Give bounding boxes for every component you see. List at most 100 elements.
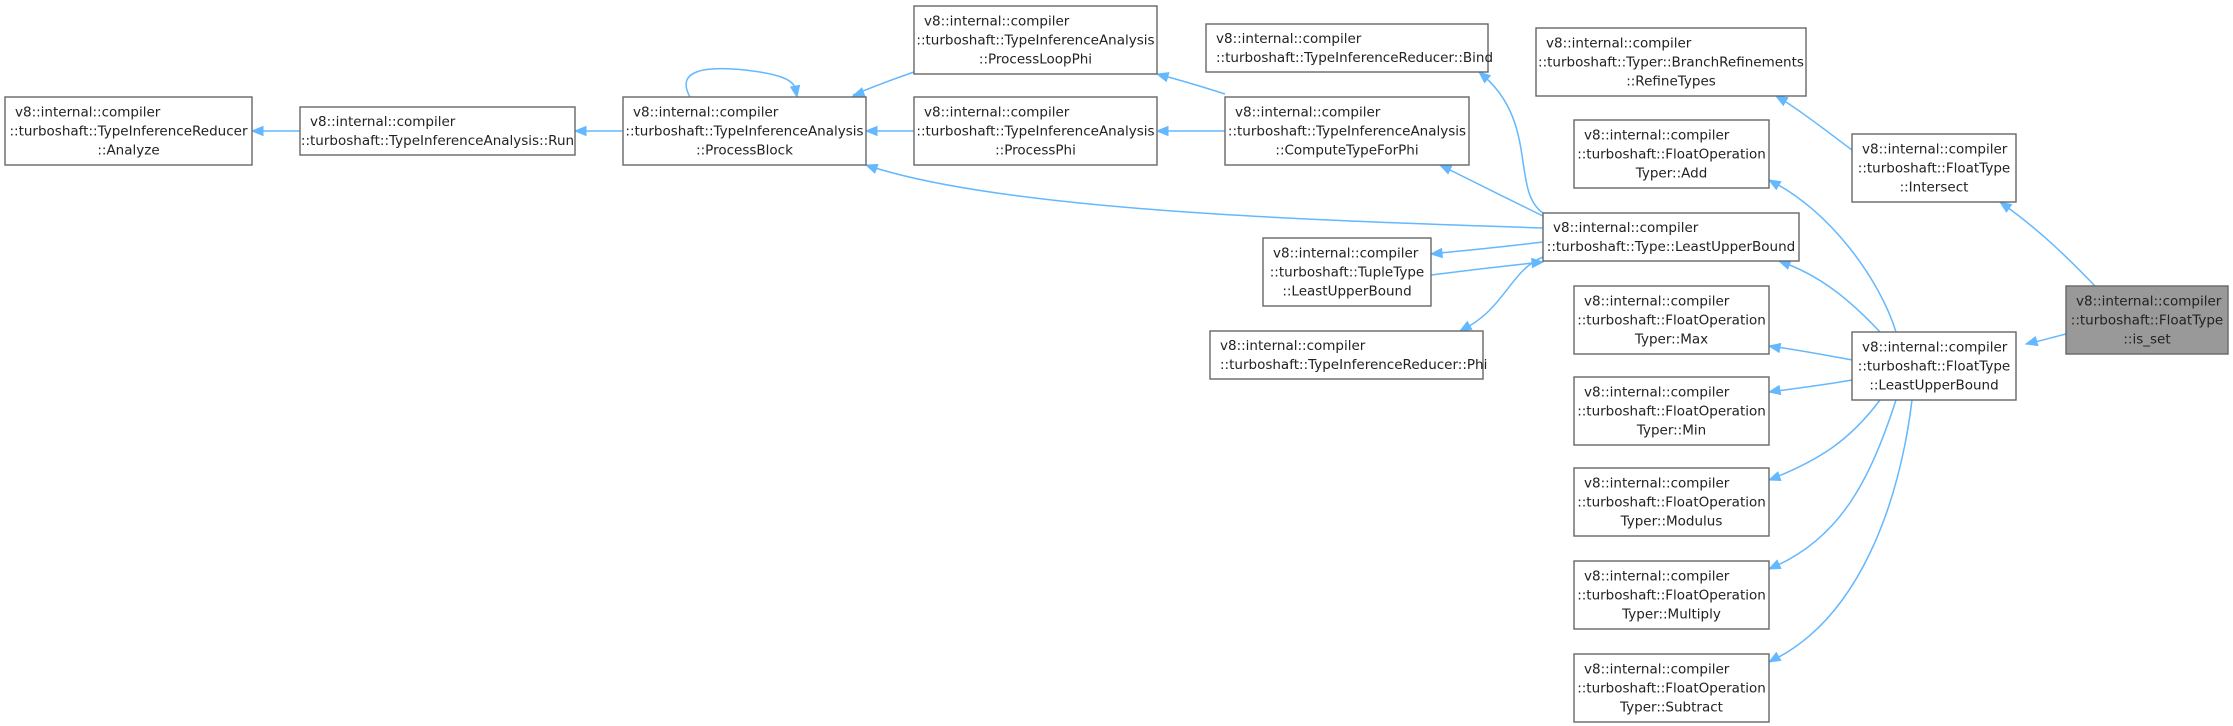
node-floatlub[interactable]: v8::internal::compiler::turboshaft::Floa… [1851, 331, 2017, 401]
arrowhead [864, 164, 879, 174]
node-computetypeforphi[interactable]: v8::internal::compiler::turboshaft::Type… [1224, 96, 1470, 166]
node-label-line: Typer::Max [1634, 332, 1708, 348]
node-box [1573, 285, 1770, 355]
node-intersect[interactable]: v8::internal::compiler::turboshaft::Floa… [1851, 133, 2017, 203]
node-label-line: Typer::Subtract [1619, 700, 1723, 716]
node-processloopphi[interactable]: v8::internal::compiler::turboshaft::Type… [913, 5, 1158, 75]
node-label-line: ::turboshaft::TypeInferenceAnalysis [916, 124, 1154, 140]
node-label-line: v8::internal::compiler [1546, 36, 1692, 52]
node-label-line: ::turboshaft::FloatOperation [1577, 588, 1766, 604]
node-isset[interactable]: v8::internal::compiler::turboshaft::Floa… [2065, 285, 2229, 355]
edge-line [1478, 71, 1544, 214]
edge-line [685, 67, 796, 98]
node-label-line: v8::internal::compiler [924, 105, 1070, 121]
node-box [1542, 212, 1800, 262]
graph-nodes: v8::internal::compiler::turboshaft::Type… [4, 5, 2229, 723]
node-label-line: v8::internal::compiler [1862, 142, 2008, 158]
node-typelub[interactable]: v8::internal::compiler::turboshaft::Type… [1542, 212, 1800, 262]
node-label-line: Typer::Multiply [1621, 607, 1721, 623]
edge-line [1768, 379, 1853, 393]
arrowhead [1774, 95, 1789, 107]
node-processphi[interactable]: v8::internal::compiler::turboshaft::Type… [913, 96, 1158, 166]
node-max[interactable]: v8::internal::compiler::turboshaft::Floa… [1573, 285, 1770, 355]
node-label-line: v8::internal::compiler [924, 14, 1070, 30]
node-label-line: v8::internal::compiler [1862, 340, 2008, 356]
node-modulus[interactable]: v8::internal::compiler::turboshaft::Floa… [1573, 467, 1770, 537]
node-label-line: v8::internal::compiler [1273, 246, 1419, 262]
node-label-line: v8::internal::compiler [1584, 385, 1730, 401]
arrowhead [1429, 247, 1443, 259]
edge-line [1440, 241, 1544, 254]
node-phi[interactable]: v8::internal::compiler::turboshaft::Type… [1209, 330, 1487, 380]
edge-floatlub-to-add [1767, 179, 1897, 333]
node-box [2065, 285, 2229, 355]
node-label-line: ::turboshaft::TypeInferenceAnalysis [1228, 124, 1466, 140]
node-label-line: ::turboshaft::TupleType [1270, 265, 1424, 281]
node-label-line: ::ProcessBlock [696, 143, 793, 159]
edge-isset-to-floatlub [2024, 333, 2067, 347]
node-bind[interactable]: v8::internal::compiler::turboshaft::Type… [1205, 23, 1493, 73]
arrowhead [1767, 559, 1782, 570]
node-label-line: v8::internal::compiler [1584, 569, 1730, 585]
node-box [1851, 331, 2017, 401]
node-label-line: ::is_set [2123, 332, 2170, 348]
node-label-line: ::turboshaft::FloatType [1858, 161, 2010, 177]
arrowhead [1998, 201, 2013, 213]
node-label-line: v8::internal::compiler [1584, 128, 1730, 144]
arrowhead [1767, 471, 1782, 481]
node-label-line: Typer::Min [1636, 423, 1706, 439]
node-run[interactable]: v8::internal::compiler::turboshaft::Type… [299, 106, 576, 156]
node-tuplelub[interactable]: v8::internal::compiler::turboshaft::Tupl… [1262, 237, 1432, 307]
arrowhead [1438, 164, 1453, 175]
node-label-line: ::turboshaft::FloatOperation [1577, 495, 1766, 511]
arrowhead [1777, 260, 1792, 270]
arrowhead [250, 125, 264, 137]
node-min[interactable]: v8::internal::compiler::turboshaft::Floa… [1573, 376, 1770, 446]
node-label-line: v8::internal::compiler [310, 114, 456, 130]
node-box [1209, 330, 1484, 380]
node-subtract[interactable]: v8::internal::compiler::turboshaft::Floa… [1573, 653, 1770, 723]
edge-intersect-to-refinetypes [1774, 95, 1853, 151]
node-label-line: v8::internal::compiler [1553, 220, 1699, 236]
node-label-line: ::turboshaft::FloatType [1858, 359, 2010, 375]
node-box [1573, 560, 1770, 630]
node-box [4, 96, 253, 166]
edge-processblock-to-processblock [685, 67, 801, 99]
node-label-line: ::ProcessPhi [995, 143, 1076, 159]
edge-computetypeforphi-to-processloopphi [1155, 72, 1226, 95]
edge-typelub-to-bind [1477, 71, 1544, 214]
node-label-line: ::RefineTypes [1626, 74, 1716, 90]
node-add[interactable]: v8::internal::compiler::turboshaft::Floa… [1573, 119, 1770, 189]
node-box [299, 106, 576, 156]
node-multiply[interactable]: v8::internal::compiler::turboshaft::Floa… [1573, 560, 1770, 630]
node-label-line: ::turboshaft::TypeInferenceAnalysis [916, 33, 1154, 49]
node-label-line: ::turboshaft::FloatOperation [1577, 404, 1766, 420]
node-label-line: ::LeastUpperBound [1282, 284, 1411, 300]
node-box [913, 96, 1158, 166]
edge-run-to-analyze [250, 125, 300, 137]
node-box [1573, 376, 1770, 446]
edge-floatlub-to-modulus [1767, 399, 1881, 481]
node-label-line: ::turboshaft::TypeInferenceReducer::Bind [1216, 50, 1493, 66]
node-box [1205, 23, 1489, 73]
node-label-line: ::turboshaft::TypeInferenceAnalysis::Run [301, 133, 574, 149]
node-processblock[interactable]: v8::internal::compiler::turboshaft::Type… [622, 96, 867, 166]
node-label-line: ::turboshaft::TypeInferenceReducer::Phi [1220, 357, 1487, 373]
edge-line [1768, 179, 1897, 333]
node-label-line: v8::internal::compiler [1235, 105, 1381, 121]
arrowhead [2024, 335, 2039, 347]
node-analyze[interactable]: v8::internal::compiler::turboshaft::Type… [4, 96, 253, 166]
node-refinetypes[interactable]: v8::internal::compiler::turboshaft::Type… [1535, 27, 1807, 97]
edge-processloopphi-to-processblock [851, 71, 915, 97]
edge-floatlub-to-subtract [1767, 399, 1913, 663]
edge-floatlub-to-multiply [1767, 399, 1897, 570]
edge-typelub-to-computetypeforphi [1438, 164, 1544, 217]
node-label-line: ::Analyze [97, 143, 159, 159]
node-label-line: ::turboshaft::FloatOperation [1577, 147, 1766, 163]
edge-computetypeforphi-to-processphi [1155, 125, 1225, 137]
node-label-line: v8::internal::compiler [1584, 294, 1730, 310]
node-box [622, 96, 867, 166]
node-label-line: ::turboshaft::Type::LeastUpperBound [1547, 239, 1795, 255]
edge-line [1775, 95, 1853, 151]
